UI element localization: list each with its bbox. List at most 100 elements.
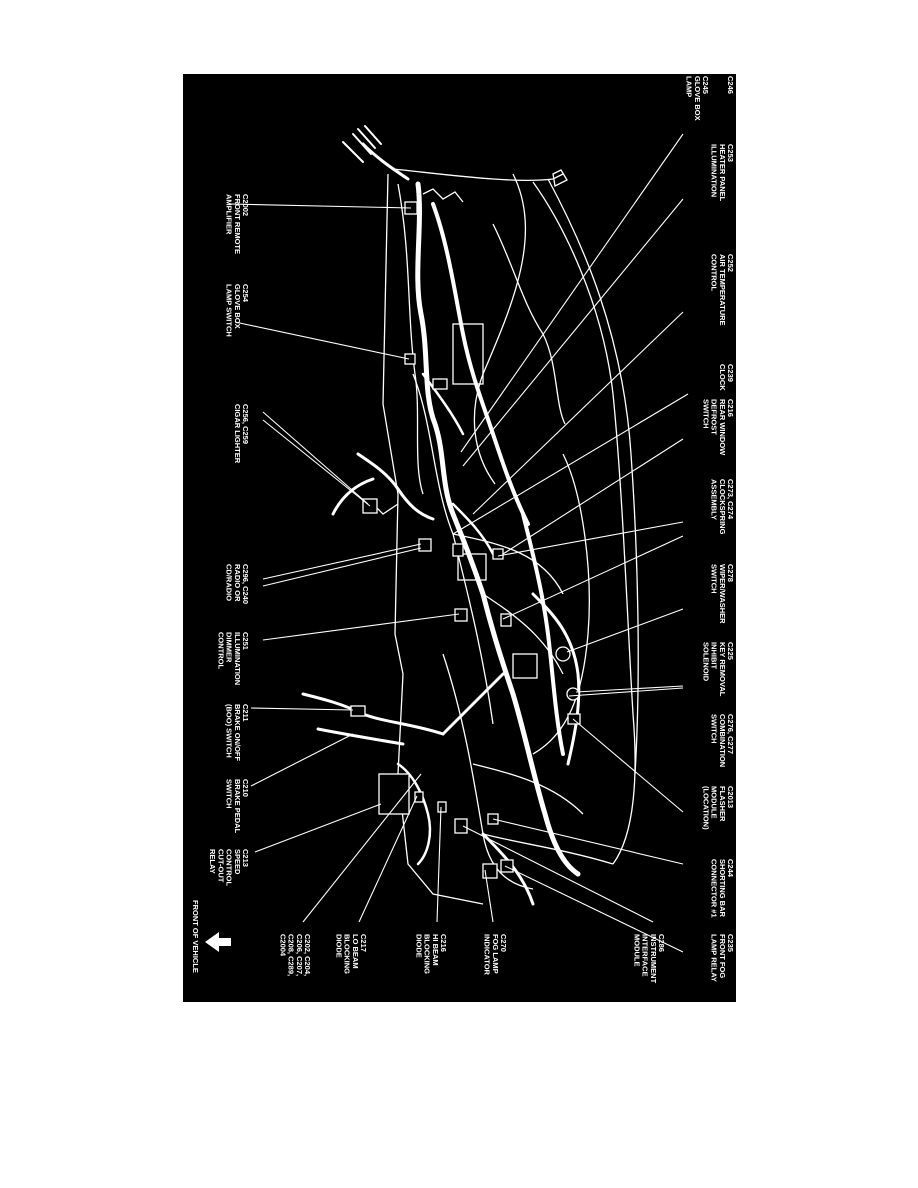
label-c225-line: SOLENOID	[701, 642, 710, 682]
label-c245-line: GLOVE BOX	[693, 76, 702, 121]
label-c235-line: C235	[726, 934, 735, 952]
label-c253-line: C253	[726, 144, 735, 162]
label-c211-line: (BOO) SWITCH	[225, 704, 234, 758]
label-c239-line: CLOCK	[718, 364, 727, 391]
label-c254-line: GLOVE BOX	[233, 284, 242, 329]
label-c217-line: BLOCKING	[343, 934, 352, 974]
label-c246: C246	[726, 76, 735, 94]
label-c202: C202, C204,C206, C207,C208, C289,C2004	[278, 934, 312, 976]
label-c296-line: RADIO OR	[233, 564, 242, 602]
label-c216-line: REAR WINDOW	[718, 399, 727, 456]
label-c211-line: C211	[241, 704, 250, 722]
connector-c217	[414, 791, 424, 803]
label-c2013-line: C2013	[726, 786, 735, 808]
label-c216-line: C216	[726, 399, 735, 417]
label-c245-line: C245	[701, 76, 710, 94]
label-c213-line: CONTROL	[225, 849, 234, 886]
label-c235-line: LAMP RELAY	[710, 934, 719, 982]
label-c286-line: C286	[657, 934, 666, 952]
label-c254-line: LAMP SWITCH	[225, 284, 234, 337]
connector-c216	[452, 543, 464, 557]
label-c252-line: CONTROL	[710, 254, 719, 291]
label-c273-line: CLOCKSPRING	[718, 479, 727, 535]
connector-c216-hi-beam	[437, 801, 447, 813]
label-c210-line: C210	[241, 779, 250, 797]
label-c217-line: C217	[359, 934, 368, 952]
label-c244-line: CONNECTOR #1	[710, 859, 719, 918]
label-c270-line: C270	[499, 934, 508, 952]
label-c278-line: SWITCH	[710, 564, 719, 594]
label-c216-line: SWITCH	[701, 399, 710, 429]
connector-c225	[555, 646, 571, 662]
label-c202-line: C2004	[278, 934, 287, 957]
label-c225-line: C225	[726, 642, 735, 660]
label-c276-line: C276, C277	[726, 714, 735, 754]
connector-c2013	[567, 713, 581, 725]
instrument-panel-outline	[372, 168, 639, 905]
label-c213-line: C213	[241, 849, 250, 867]
label-c278-line: WIPER/WASHER	[718, 564, 727, 624]
label-c216b-line: BLOCKING	[423, 934, 432, 974]
label-c270-line: INDICATOR	[483, 934, 492, 976]
label-c202-line: C202, C204,	[303, 934, 312, 976]
label-c296-line: CD/RADIO	[225, 564, 234, 601]
connector-c296	[418, 538, 432, 552]
label-c270-line: FOG LAMP	[491, 934, 500, 974]
label-c2002-line: C2002	[241, 194, 250, 216]
label-c245-line: LAMP	[685, 76, 694, 97]
label-c2013-line: (LOCATION)	[701, 786, 710, 830]
label-c211-line: BRAKE ON/OFF	[233, 704, 242, 762]
label-c253-line: ILLUMINATION	[710, 144, 719, 197]
leader-lines	[228, 133, 689, 953]
label-c244-line: C244	[726, 859, 735, 878]
label-c251-line: ILLUMINATION	[233, 632, 242, 685]
label-c278-line: C278	[726, 564, 735, 582]
label-c210-line: BRAKE PEDAL	[233, 779, 242, 834]
label-c296-line: C296, C240	[241, 564, 250, 604]
label-c251-line: DIMMER	[225, 632, 234, 663]
label-c252-line: C252	[726, 254, 735, 272]
wiring-harness	[301, 125, 581, 906]
connector-c273	[492, 548, 504, 560]
label-c235-line: FRONT FOG	[718, 934, 727, 978]
label-c202-line: C208, C289,	[287, 934, 296, 976]
label-c251-line: C251	[241, 632, 250, 650]
label-c252-line: AIR TEMPERATURE	[718, 254, 727, 326]
label-c276-line: COMBINATION	[718, 714, 727, 767]
connector-c210	[378, 773, 410, 815]
label-c202-line: C206, C207,	[295, 934, 304, 976]
label-c2013-line: FLASHER	[718, 786, 727, 822]
label-c256-line: C256, C259	[241, 404, 250, 444]
label-c273-line: C273, C274	[726, 479, 735, 520]
label-c244-line: SHORTING BAR	[718, 859, 727, 918]
label-c286-line: INTERFACE	[641, 934, 650, 977]
label-c256-line: CIGAR LIGHTER	[233, 404, 242, 464]
label-c210-line: SWITCH	[225, 779, 234, 809]
label-c217-line: LO BEAM	[351, 934, 360, 969]
label-c225-line: INHIBIT	[710, 642, 719, 670]
label-c246-line: C246	[726, 76, 735, 94]
connector-c276	[566, 687, 580, 701]
connector-c254	[404, 353, 416, 365]
label-c217-line: DIODE	[334, 934, 343, 958]
front-of-vehicle-caption: FRONT OF VEHICLE	[191, 900, 200, 973]
label-c2013-line: MODULE	[710, 786, 719, 819]
connector-c235	[500, 859, 514, 873]
